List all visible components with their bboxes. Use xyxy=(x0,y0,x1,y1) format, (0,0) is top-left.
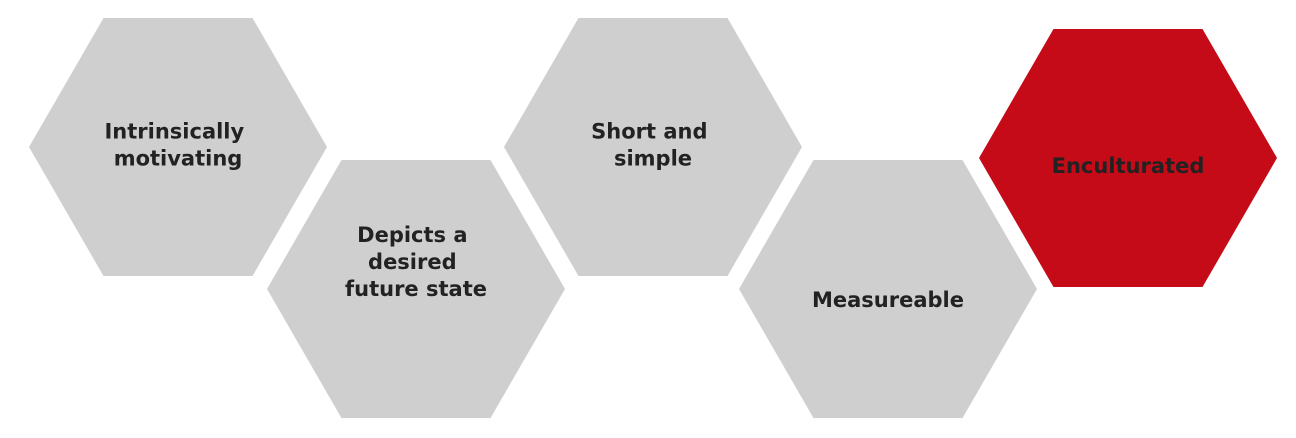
hexagon-shape xyxy=(29,17,327,277)
hexagon-item: Depicts a desired future state xyxy=(267,159,565,419)
hexagon-label: Enculturated xyxy=(1052,154,1205,178)
hexagon-shape xyxy=(267,159,565,419)
hexagon-label-line: Short and xyxy=(591,120,707,144)
hexagon-item: Intrinsically motivating xyxy=(29,17,327,277)
hexagon-label: Intrinsically motivating xyxy=(104,120,251,171)
hexagon-item: Short and simple xyxy=(504,17,802,277)
hexagon-shape xyxy=(504,17,802,277)
hexagon-label-line: Enculturated xyxy=(1052,154,1205,178)
hexagon-item: Enculturated xyxy=(979,28,1277,288)
hexagon-shape xyxy=(979,28,1277,288)
hexagon-label-line: Depicts a xyxy=(357,223,467,247)
hexagon-label: Depicts a desired future state xyxy=(345,223,487,301)
hexagon-label-line: desired xyxy=(368,250,457,274)
hexagon-label: Short and simple xyxy=(591,120,715,171)
hexagon-label-line: future state xyxy=(345,277,487,301)
hexagon-label: Measureable xyxy=(812,288,964,312)
hexagon-item: Measureable xyxy=(739,159,1037,419)
hexagon-label-line: motivating xyxy=(114,147,243,171)
hexagon-label-line: Measureable xyxy=(812,288,964,312)
hexagon-shape xyxy=(739,159,1037,419)
hexagon-label-line: Intrinsically xyxy=(104,120,244,144)
hexagon-label-line: simple xyxy=(614,147,692,171)
